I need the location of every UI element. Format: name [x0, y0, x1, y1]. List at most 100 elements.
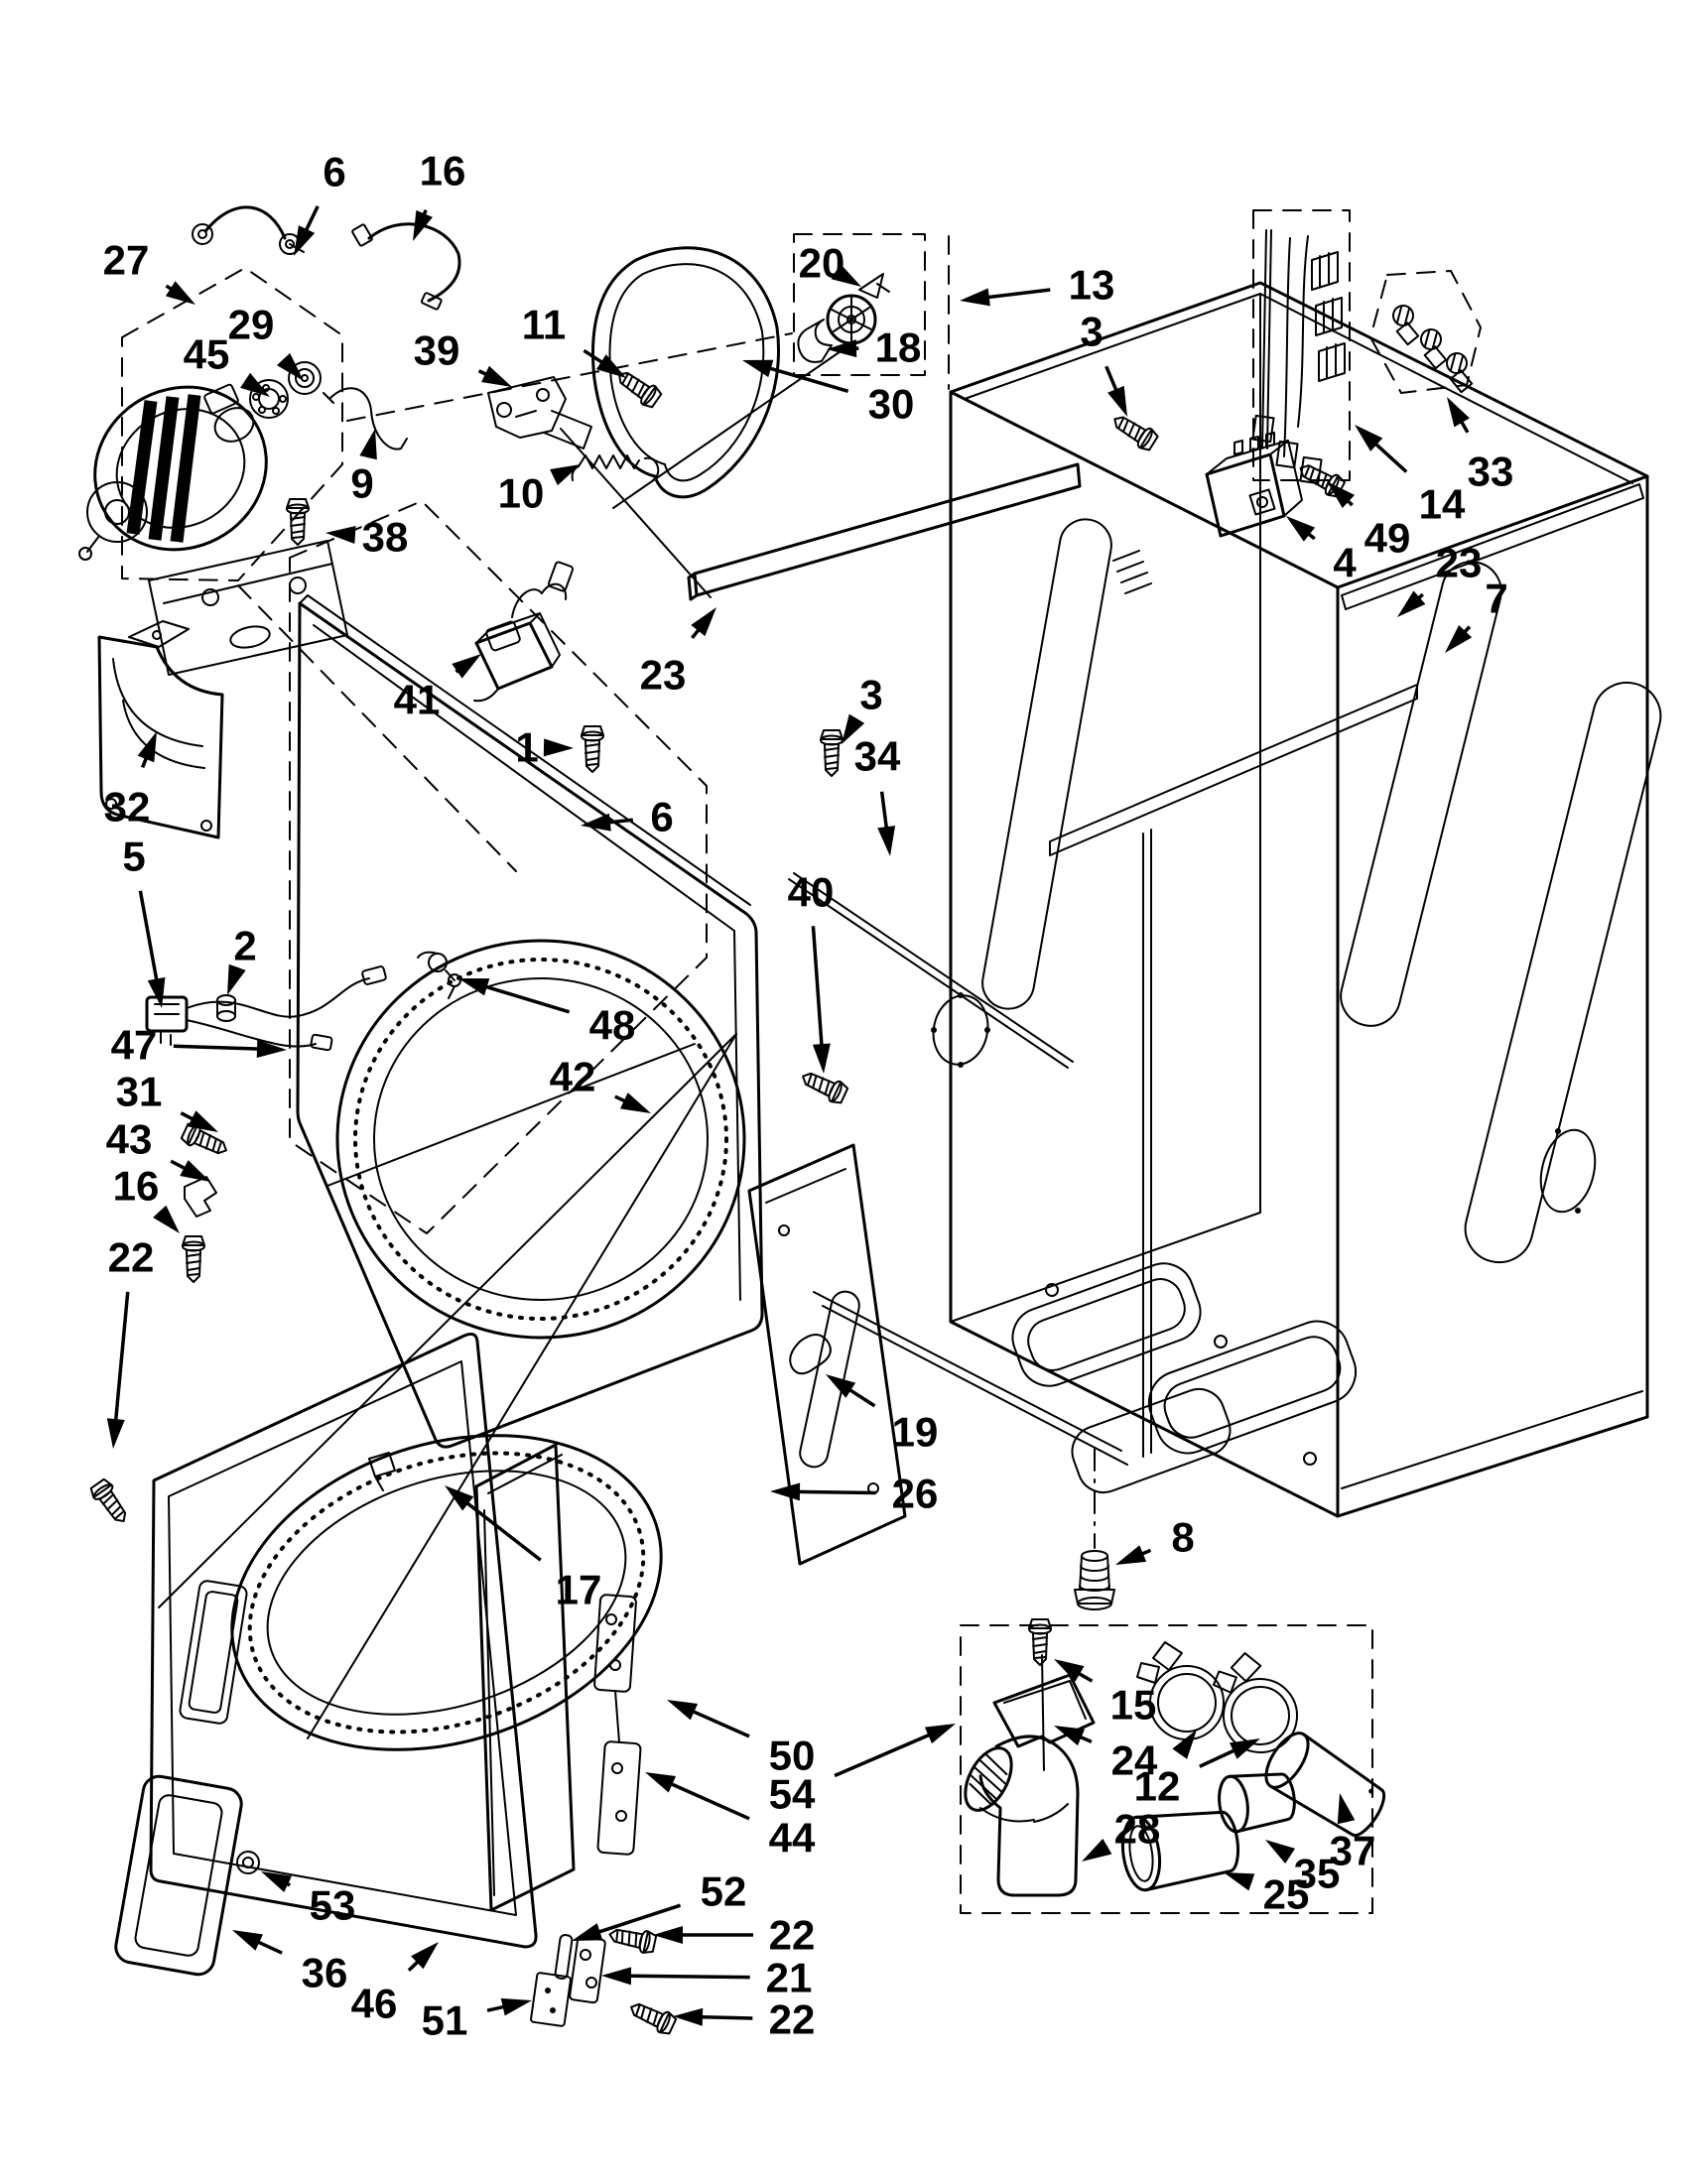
callout-number: 24	[1111, 1737, 1158, 1784]
callout-17: 17	[445, 1485, 601, 1613]
front-panel-assembly	[87, 500, 850, 1529]
callout-16: 16	[113, 1163, 180, 1233]
callout-3: 3	[1080, 309, 1127, 417]
vent-elbow	[964, 1734, 1080, 1897]
callout-35: 35	[1265, 1840, 1340, 1897]
callout-8: 8	[1115, 1514, 1195, 1565]
callout-number: 5	[122, 834, 145, 880]
callout-12: 12	[1134, 1730, 1260, 1810]
callout-number: 2	[233, 923, 256, 969]
wire-nut-kit	[1369, 270, 1482, 396]
callout-number: 13	[1069, 262, 1115, 309]
vent-kit-boundary	[960, 1624, 1373, 1914]
panel-screw-1	[581, 725, 604, 773]
door-handle-trim	[114, 1774, 243, 1977]
callout-number: 11	[522, 302, 566, 348]
callout-53: 53	[261, 1871, 355, 1929]
motor-assembly	[78, 267, 408, 676]
callout-38: 38	[325, 514, 408, 561]
motor-pulley	[288, 361, 322, 395]
idler-assembly-boundary	[793, 233, 926, 376]
callout-number: 34	[854, 733, 901, 780]
front-panel	[296, 601, 764, 1449]
callout-number: 53	[310, 1882, 356, 1929]
callout-number: 22	[769, 1996, 816, 2043]
callout-number: 43	[106, 1116, 153, 1163]
callout-number: 38	[362, 514, 409, 561]
latch-plate	[530, 1972, 572, 2027]
callout-41: 41	[394, 654, 481, 723]
callout-23: 23	[640, 607, 716, 699]
callout-43: 43	[106, 1116, 210, 1182]
callout-6: 6	[294, 149, 346, 256]
callout-5: 5	[122, 834, 166, 1008]
callout-29: 29	[228, 302, 304, 381]
panel-screw-22	[87, 1477, 134, 1529]
callout-number: 26	[892, 1471, 939, 1517]
callout-2: 2	[227, 923, 257, 995]
callout-number: 28	[1114, 1806, 1161, 1853]
bulkhead-panel	[747, 1143, 907, 1566]
callout-22: 22	[653, 1912, 815, 1959]
front-panel-boundary	[289, 500, 708, 1234]
hinge-plate	[569, 1935, 606, 2004]
callout-number: 49	[1364, 515, 1411, 562]
callout-number: 51	[422, 1997, 468, 2044]
vent-pipe-long	[1264, 1732, 1386, 1838]
callout-number: 31	[116, 1069, 163, 1115]
callout-number: 12	[1134, 1763, 1181, 1810]
drum-opening	[335, 939, 746, 1340]
callout-number: 3	[1080, 309, 1103, 355]
callout-9: 9	[350, 429, 377, 507]
callout-6: 6	[581, 794, 674, 840]
callout-11: 11	[522, 302, 626, 378]
front-top-rail	[1049, 684, 1418, 856]
damper-screw	[1028, 1618, 1052, 1666]
callout-number: 19	[892, 1409, 939, 1456]
callout-number: 23	[640, 652, 687, 699]
hinge-pin	[554, 1934, 574, 1980]
cabinet-screw-top	[1107, 409, 1161, 454]
heater-assembly-boundary	[1252, 209, 1351, 481]
callout-number: 30	[868, 381, 915, 428]
callout-number: 25	[1263, 1871, 1310, 1918]
idler-cone	[858, 273, 890, 299]
jumper-wire	[351, 222, 461, 311]
callout-number: 22	[108, 1234, 155, 1281]
drive-motor	[93, 385, 268, 552]
callout-number: 39	[414, 327, 460, 374]
callout-number: 32	[104, 784, 151, 831]
support-rod	[788, 872, 1074, 1069]
callout-26: 26	[770, 1471, 938, 1517]
idler-bracket	[797, 319, 833, 363]
callout-40: 40	[788, 869, 834, 1074]
foam-strip-left	[687, 462, 1082, 601]
hinge-clip	[789, 1334, 832, 1375]
callout-25: 25	[1224, 1871, 1309, 1918]
callout-number: 46	[351, 1981, 398, 2027]
callout-27: 27	[103, 237, 195, 305]
callout-number: 18	[875, 324, 922, 371]
callout-4: 4	[1286, 516, 1357, 586]
callout-number: 16	[113, 1163, 160, 1210]
drum-roller-stud	[216, 994, 236, 1022]
valve-coil	[473, 561, 575, 703]
callout-39: 39	[414, 327, 512, 387]
door-hinge-hardware	[530, 1922, 679, 2038]
callout-23: 23	[1397, 540, 1483, 617]
callout-number: 23	[1436, 540, 1483, 586]
callout-16: 16	[413, 148, 465, 241]
vent-pipe-short	[1120, 1810, 1240, 1892]
exhaust-damper	[992, 1618, 1096, 1771]
callout-20: 20	[799, 240, 861, 287]
callout-number: 22	[769, 1912, 816, 1959]
idler-spring	[571, 454, 660, 481]
callout-number: 44	[769, 1815, 816, 1862]
callout-number: 29	[228, 302, 275, 348]
idler-mount-bracket	[487, 364, 664, 481]
callout-number: 3	[859, 672, 882, 718]
callout-46: 46	[351, 1942, 439, 2027]
